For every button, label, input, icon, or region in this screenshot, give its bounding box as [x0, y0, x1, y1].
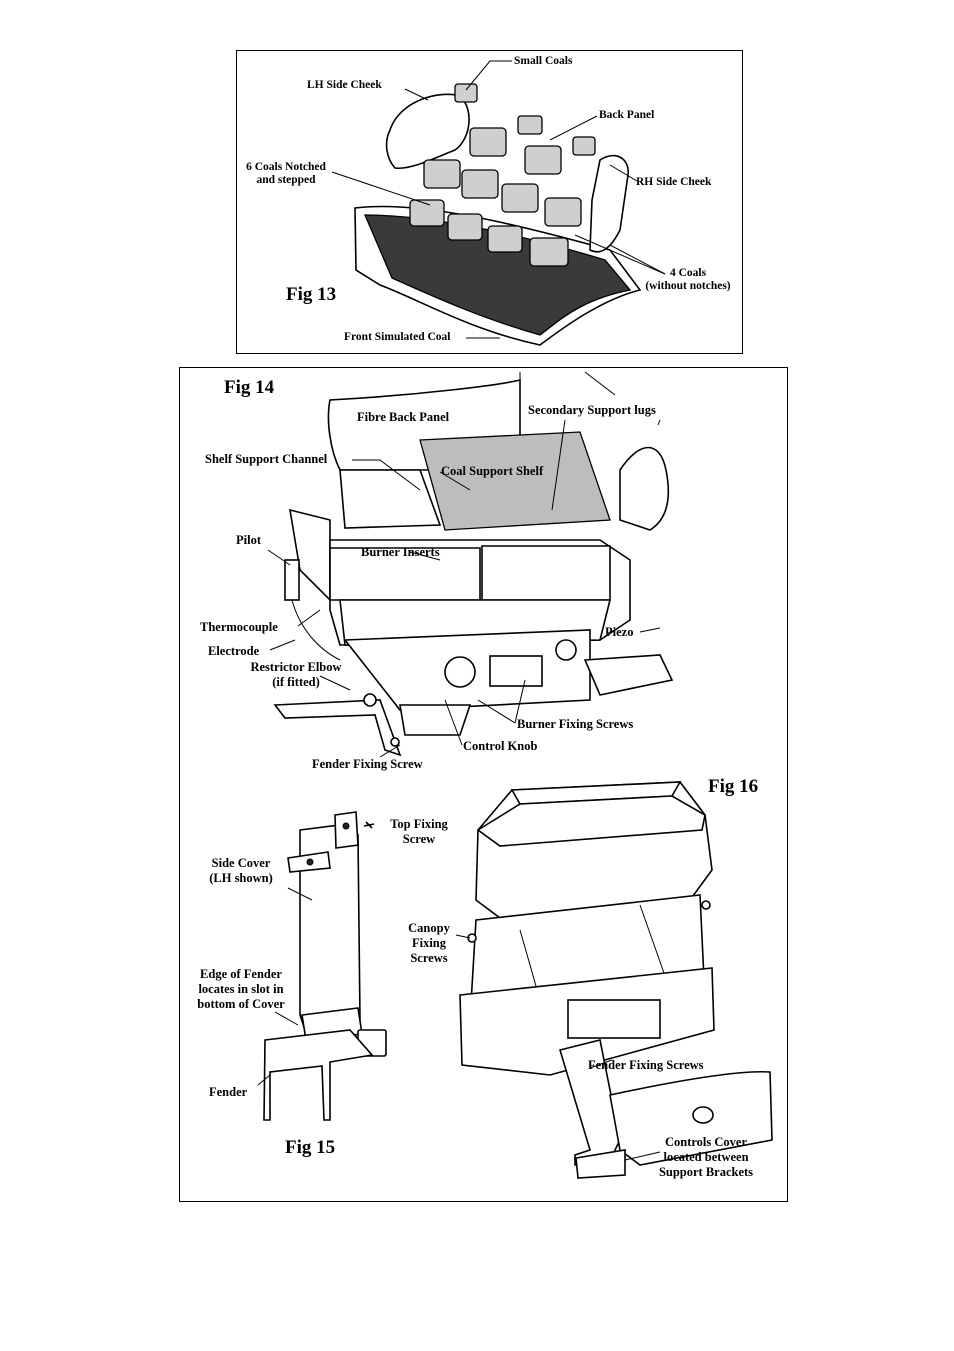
fig15-side-cover-line2: (LH shown) — [209, 871, 273, 885]
fig16-controls-line3: Support Brackets — [658, 1165, 754, 1179]
fig16-title: Fig 16 — [708, 776, 759, 797]
fig13-back-panel-label: Back Panel — [599, 109, 655, 121]
fig16-controls-line1: Controls Cover — [664, 1135, 748, 1149]
fig13-drawing — [354, 83, 642, 346]
fig13-title: Fig 13 — [286, 284, 337, 305]
fig14-burner-inserts-label: Burner Inserts — [361, 545, 440, 559]
fig14-control-knob-label: Control Knob — [463, 739, 538, 753]
fig14-electrode-label: Electrode — [208, 644, 260, 658]
fig14-title: Fig 14 — [224, 377, 275, 398]
fig14-piezo-label: Piezo — [605, 625, 634, 639]
fig15-edge-line2: locates in slot in — [198, 982, 284, 996]
fig13-leaders — [331, 60, 666, 339]
fig13-front-coal-label: Front Simulated Coal — [344, 331, 451, 343]
fig16-canopy-fixing-screws-label: Canopy Fixing Screws — [398, 921, 460, 966]
fig15-drawing — [263, 811, 387, 1121]
fig14-leaders — [267, 371, 661, 758]
fig15-top-fixing-line1: Top Fixing — [390, 817, 448, 831]
fig16-leaders — [455, 934, 661, 1161]
fig14-16-frame — [179, 367, 788, 1202]
fig16-controls-cover-label: Controls Cover located between Support B… — [644, 1135, 768, 1180]
fig13-lh-side-cheek-label: LH Side Cheek — [307, 79, 382, 91]
fig13-four-coals-label: 4 Coals (without notches) — [636, 267, 740, 293]
fig13-six-coals-line2: and stepped — [256, 174, 316, 186]
fig14-thermocouple-label: Thermocouple — [200, 620, 278, 634]
fig14-restrictor-line2: (if fitted) — [272, 675, 320, 689]
fig13-six-coals-label: 6 Coals Notched and stepped — [238, 161, 334, 187]
fig14-restrictor-elbow-label: Restrictor Elbow (if fitted) — [238, 660, 354, 690]
fig14-coal-support-shelf-label: Coal Support Shelf — [441, 464, 544, 478]
fig15-edge-line1: Edge of Fender — [200, 967, 282, 981]
fig13-four-coals-line2: (without notches) — [645, 280, 731, 292]
fig14-pilot-label: Pilot — [236, 533, 261, 547]
fig15-top-fixing-line2: Screw — [402, 832, 436, 846]
fig13-small-coals-label: Small Coals — [514, 55, 573, 67]
fig15-leaders — [257, 887, 313, 1086]
fig13-four-coals-line1: 4 Coals — [669, 267, 707, 279]
fig14-fibre-back-panel-label: Fibre Back Panel — [357, 410, 450, 424]
fig15-side-cover-line1: Side Cover — [211, 856, 271, 870]
fig15-top-fixing-screw-label: Top Fixing Screw — [378, 817, 460, 847]
fig13-six-coals-line1: 6 Coals Notched — [246, 161, 326, 173]
fig16-fender-fixing-screws-label: Fender Fixing Screws — [588, 1058, 704, 1072]
fig15-fender-label: Fender — [209, 1085, 248, 1099]
fig15-title: Fig 15 — [285, 1137, 336, 1158]
fig13-frame — [236, 50, 743, 354]
fig15-side-cover-label: Side Cover (LH shown) — [200, 856, 282, 886]
fig16-drawing — [459, 781, 773, 1179]
fig14-drawing — [273, 378, 674, 757]
fig13-rh-side-cheek-label: RH Side Cheek — [636, 176, 712, 188]
fig15-edge-line3: bottom of Cover — [197, 997, 285, 1011]
fig14-burner-fixing-screws-label: Burner Fixing Screws — [517, 717, 634, 731]
fig16-canopy-line1: Canopy — [408, 921, 450, 935]
fig14-shelf-support-channel-label: Shelf Support Channel — [205, 452, 328, 466]
fig14-restrictor-line1: Restrictor Elbow — [250, 660, 342, 674]
fig16-canopy-line2: Fixing — [411, 936, 447, 950]
fig16-canopy-line3: Screws — [410, 951, 448, 965]
fig14-secondary-support-lugs-label: Secondary Support lugs — [528, 403, 656, 417]
fig14-fender-fixing-screw-label: Fender Fixing Screw — [312, 757, 423, 771]
fig16-controls-line2: located between — [663, 1150, 749, 1164]
fig15-edge-of-fender-label: Edge of Fender locates in slot in bottom… — [184, 967, 298, 1012]
